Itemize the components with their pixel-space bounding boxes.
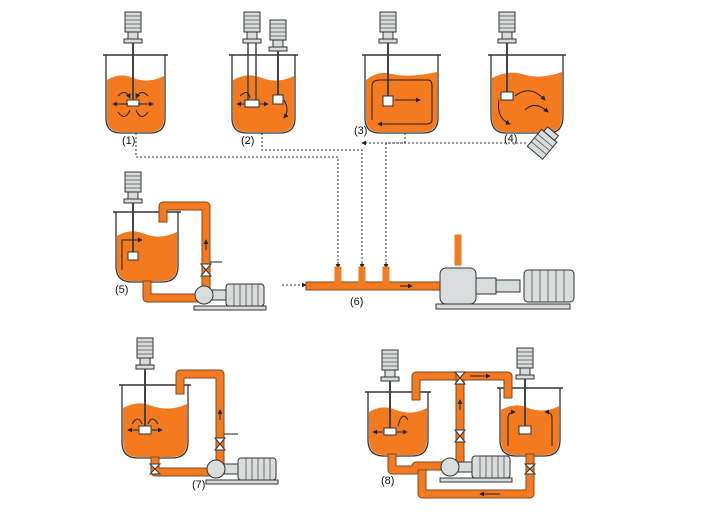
vessel-1-group: (1): [103, 11, 339, 262]
motor-1-icon: [123, 11, 143, 44]
valve-8a-icon: [453, 371, 467, 385]
label-5: (5): [115, 284, 128, 296]
valve-8c-icon: [523, 463, 537, 475]
impeller-3-icon: [382, 95, 394, 107]
inline-mixer-motor-icon: [523, 269, 575, 303]
motor-8b-icon: [515, 347, 535, 380]
liquid-5: [117, 231, 177, 281]
pump-8-icon: [439, 455, 513, 483]
vessel-8-group: (8): [365, 347, 563, 499]
vessel-2-group: (2): [229, 11, 363, 262]
pipe-6-inlets: [334, 266, 390, 290]
inline-mixer-head-icon: [439, 267, 477, 305]
pipe-5-suction: [143, 281, 204, 302]
vessel-7-group: (7): [119, 337, 279, 491]
valve-7b-icon: [148, 463, 162, 475]
label-4: (4): [504, 133, 517, 145]
motor-4-icon: [497, 11, 517, 44]
impeller-2b-icon: [272, 94, 284, 105]
pipe-8-suction: [388, 454, 450, 474]
impeller-8b-icon: [518, 425, 532, 435]
impeller-1-icon: [126, 99, 140, 107]
pump-7-icon: [205, 457, 279, 485]
vessel-4-group: (4): [385, 11, 566, 262]
liquid-3: [366, 72, 437, 132]
valve-8b-icon: [453, 429, 467, 443]
impeller-8a-icon: [383, 427, 397, 436]
pump-5-icon: [193, 283, 267, 311]
inline-mixer-6-group: (6): [282, 234, 575, 310]
motor-5-icon: [123, 171, 143, 204]
motor-3-icon: [378, 11, 398, 44]
valve-7-icon: [213, 437, 227, 451]
liquid-4: [492, 72, 562, 132]
motor-2a-icon: [242, 11, 262, 44]
impeller-7-icon: [138, 425, 152, 435]
side-mixer-4-icon: [526, 126, 560, 160]
vessel-3-group: (3): [354, 11, 441, 146]
pipe-8-return-right: [418, 454, 534, 498]
impeller-4-icon: [500, 91, 514, 101]
pipe-8-return-left: [412, 372, 464, 464]
valve-5-icon: [199, 263, 213, 277]
impeller-2a-icon: [244, 99, 260, 108]
motor-8a-icon: [380, 349, 400, 382]
label-3: (3): [354, 125, 367, 137]
liquid-8a: [369, 407, 427, 455]
motor-2b-icon: [268, 19, 288, 52]
vessel-5-group: (5): [113, 171, 267, 311]
label-8: (8): [381, 475, 394, 487]
label-2: (2): [241, 135, 254, 147]
impeller-5-icon: [127, 251, 139, 261]
pipe-7-suction: [151, 457, 216, 476]
motor-7-icon: [135, 337, 155, 370]
label-7: (7): [192, 479, 205, 491]
label-1: (1): [122, 135, 135, 147]
label-6: (6): [350, 296, 363, 308]
